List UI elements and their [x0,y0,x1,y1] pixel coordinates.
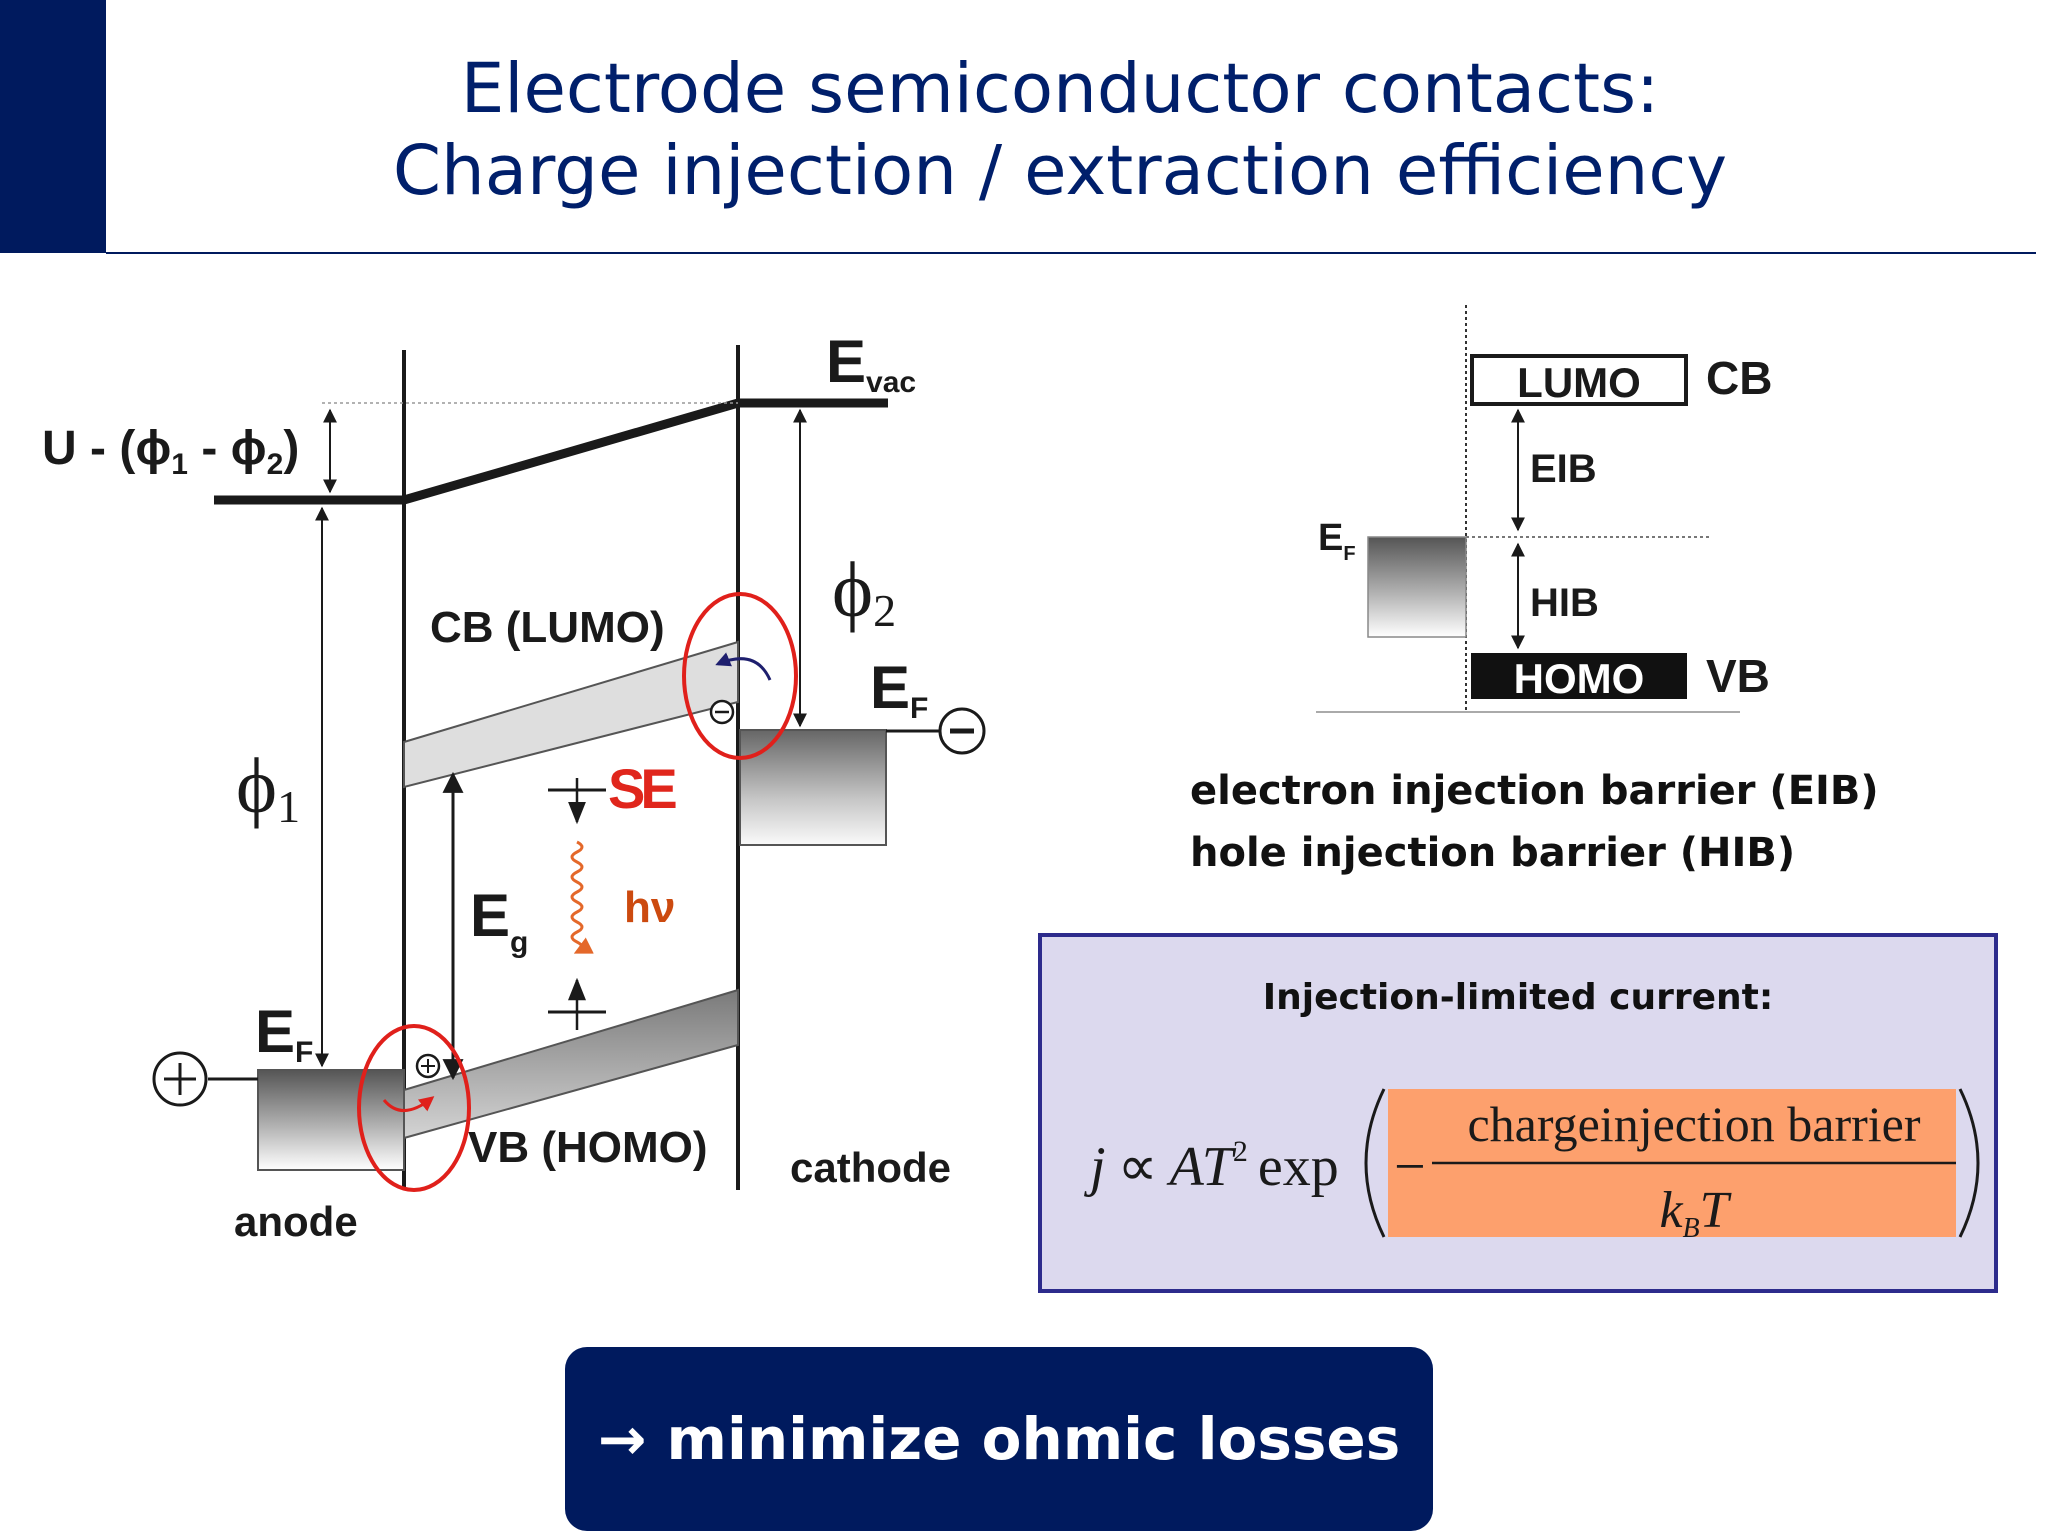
cathode-ef-label: EF [870,654,928,725]
hole-injection-arrow [382,1096,435,1112]
vacuum-level-line [214,398,888,505]
lumo-box [1470,354,1688,406]
note-eib: electron injection barrier (EIB) [1190,768,1879,814]
paren-left [1364,1088,1386,1238]
cathode-injection-circle [682,592,798,760]
hib-label: HIB [1530,581,1599,625]
vb-label: VB [1706,650,1770,702]
se-label: SE [608,757,676,820]
cathode-label: cathode [790,1144,951,1191]
title-line-1: Electrode semiconductor contacts: [460,49,1660,129]
eib-label: EIB [1530,447,1597,491]
page-title: Electrode semiconductor contacts: Charge… [160,48,1960,212]
minimize-ohmic-losses-banner: → minimize ohmic losses [565,1347,1433,1531]
hv-label: hν [624,883,675,932]
vb-homo-label: VB (HOMO) [468,1123,708,1172]
voltage-label: U - (ϕ1 - ϕ2) [42,422,299,481]
cb-label: CB [1706,352,1772,404]
lumo-label: LUMO [1517,359,1641,406]
evac-label: Evac [826,328,916,399]
electron-injection-arrow [715,652,772,681]
paren-right [1958,1088,1980,1238]
corner-block [0,0,106,253]
photon-wiggle [570,840,594,954]
title-line-2: Charge injection / extraction efficiency [392,131,1728,211]
cb-lumo-label: CB (LUMO) [430,603,665,652]
homo-box [1471,653,1687,699]
formula-heading: Injection-limited current: [1262,977,1774,1018]
note-hib: hole injection barrier (HIB) [1190,830,1796,876]
formula-minus: − [1394,1136,1426,1198]
cb-band [403,640,739,789]
anode-label: anode [234,1198,358,1245]
phi1-label: ϕ1 [236,742,300,832]
anode-metal-block [257,1069,405,1171]
barrier-notes: electron injection barrier (EIB) hole in… [1190,760,1879,884]
metal-block [1367,536,1467,638]
formula-numerator: chargeinjection barrier [1467,1096,1920,1152]
phi2-label: ϕ2 [832,546,896,636]
anode-ef-label: EF [255,998,313,1069]
homo-label: HOMO [1514,655,1645,702]
title-rule [106,252,2036,254]
formula-denominator: kBT [1659,1182,1731,1244]
anode-injection-circle [357,1024,471,1192]
metal-ef-label: EF [1318,517,1356,565]
cathode-metal-block [739,729,887,846]
eg-label: Eg [470,882,528,959]
